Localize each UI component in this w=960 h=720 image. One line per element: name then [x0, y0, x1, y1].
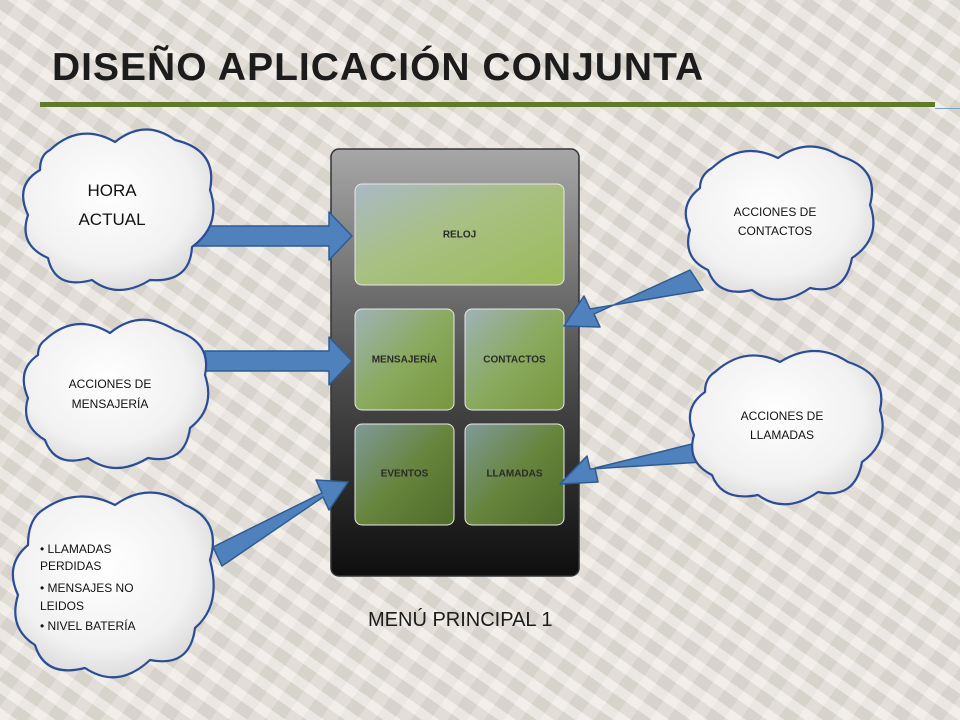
cloud-status-line2: PERDIDAS	[40, 559, 101, 573]
tile-contactos-label: CONTACTOS	[483, 355, 546, 366]
arrow-llamadas-to-tile	[559, 441, 704, 485]
cloud-contactos-line2: CONTACTOS	[738, 224, 812, 238]
cloud-llamadas-line1: ACCIONES DE	[741, 409, 824, 423]
cloud-status-line1: • LLAMADAS	[40, 542, 112, 556]
phone-device: RELOJ MENSAJERÍA CONTACTOS EVENTOS LLAMA…	[330, 148, 580, 577]
tile-mensajeria: MENSAJERÍA	[354, 308, 455, 411]
arrow-hora-to-reloj	[191, 211, 353, 261]
cloud-mensajeria-line1: ACCIONES DE	[69, 377, 152, 391]
cloud-status-line4: LEIDOS	[40, 599, 84, 613]
tile-reloj-label: RELOJ	[443, 230, 476, 241]
tile-eventos-label: EVENTOS	[381, 469, 429, 480]
title-underline-accent	[935, 108, 960, 109]
arrow-mensajeria-to-tile	[204, 336, 353, 386]
tile-eventos: EVENTOS	[354, 423, 455, 526]
cloud-hora-line1: HORA	[87, 181, 137, 200]
cloud-hora-actual: HORA ACTUAL	[22, 128, 215, 291]
cloud-status: • LLAMADAS PERDIDAS • MENSAJES NO LEIDOS…	[11, 491, 215, 679]
slide-title: DISEÑO APLICACIÓN CONJUNTA	[52, 46, 705, 89]
phone-caption: MENÚ PRINCIPAL 1	[368, 609, 553, 631]
cloud-mensajeria-line2: MENSAJERÍA	[72, 396, 149, 411]
tile-llamadas-label: LLAMADAS	[486, 469, 542, 480]
tile-contactos: CONTACTOS	[464, 308, 565, 411]
cloud-acciones-contactos: ACCIONES DE CONTACTOS	[684, 145, 875, 301]
cloud-contactos-line1: ACCIONES DE	[734, 205, 817, 219]
cloud-hora-line2: ACTUAL	[78, 210, 145, 229]
arrows	[191, 211, 704, 567]
cloud-status-line5: • NIVEL BATERÍA	[40, 618, 136, 633]
cloud-acciones-llamadas: ACCIONES DE LLAMADAS	[688, 350, 884, 506]
title-underline	[40, 102, 935, 107]
tile-reloj: RELOJ	[354, 183, 565, 286]
cloud-acciones-mensajeria: ACCIONES DE MENSAJERÍA	[22, 318, 210, 469]
cloud-status-line3: • MENSAJES NO	[40, 581, 134, 595]
cloud-llamadas-line2: LLAMADAS	[750, 428, 814, 442]
arrow-status-to-eventos	[212, 479, 349, 567]
arrow-contactos-to-tile	[563, 269, 704, 328]
tile-llamadas: LLAMADAS	[464, 423, 565, 526]
tile-mensajeria-label: MENSAJERÍA	[372, 353, 438, 366]
